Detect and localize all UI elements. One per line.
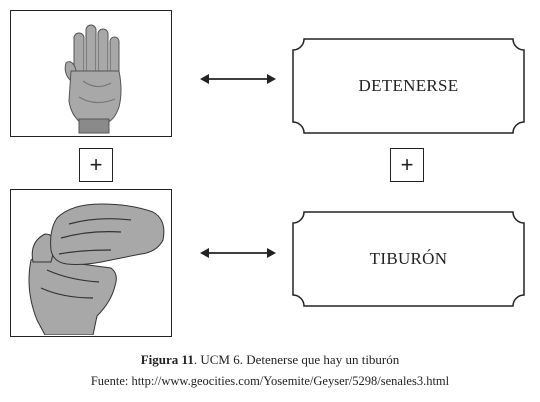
plus-sign-left: + [79,148,113,182]
finger-middle [85,24,97,76]
meaning-box-tiburon: TIBURÓN [292,211,525,307]
shark-fin-hand-sign-icon [28,203,165,335]
upper-hand [50,203,165,265]
palm [68,70,122,124]
caption-text: . UCM 6. Detenerse que hay un tiburón [193,352,400,367]
raised-hand-panel [10,10,172,137]
finger-ring [97,28,109,76]
double-arrow-icon [200,74,276,84]
meaning-label-bottom: TIBURÓN [369,249,448,268]
meaning-label-top: DETENERSE [358,76,459,95]
meaning-box-detenerse: DETENERSE [292,38,525,134]
raised-open-hand-icon [64,24,122,134]
scroll-frame [292,211,525,307]
figure-caption: Figura 11. UCM 6. Detenerse que hay un t… [0,352,540,368]
double-arrow-icon [200,248,276,258]
scroll-frame [292,38,525,134]
shark-sign-panel [10,189,172,337]
plus-sign-right: + [390,148,424,182]
wrist [78,118,110,134]
figure-source: Fuente: http://www.geocities.com/Yosemit… [90,374,450,388]
caption-label: Figura 11 [140,352,194,367]
